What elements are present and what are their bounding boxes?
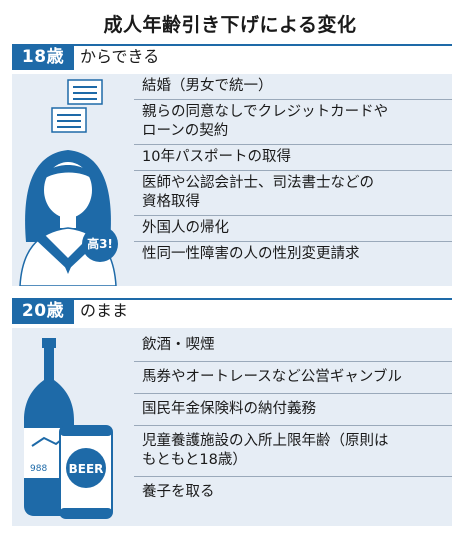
- section-rule: [12, 298, 452, 300]
- list-item: 10年パスポートの取得: [134, 145, 452, 171]
- page-title: 成人年齢引き下げによる変化: [103, 14, 357, 36]
- section-20-suffix: のまま: [80, 301, 129, 320]
- list-item: 親らの同意なしでクレジットカードや ローンの契約: [134, 100, 452, 145]
- bottle-label-text: 988: [30, 464, 47, 474]
- list-item: 性同一性障害の人の性別変更請求: [142, 246, 360, 262]
- section-18-suffix: からできる: [80, 47, 160, 66]
- list-item: 飲酒・喫煙: [134, 330, 452, 362]
- section-18-header: 18歳 からできる: [12, 44, 452, 70]
- section-18-list: 結婚（男女で統一） 親らの同意なしでクレジットカードや ローンの契約 10年パス…: [134, 74, 452, 267]
- list-item: 国民年金保険料の納付義務: [134, 394, 452, 426]
- beer-can-icon: [59, 425, 113, 519]
- can-label-text: BEER: [69, 462, 104, 476]
- bottle-and-can-illustration: 988 BEER: [24, 338, 113, 519]
- list-item: 児童養護施設の入所上限年齢（原則は もともと18歳）: [134, 426, 452, 477]
- badge-high3: 高3!: [82, 226, 118, 262]
- section-20-panel: 988 BEER 飲酒・喫煙 馬券やオートレースなど公営ギャンブル 国民年金保険…: [12, 328, 452, 526]
- list-item: 外国人の帰化: [134, 216, 452, 242]
- list-item: 馬券やオートレースなど公営ギャンブル: [134, 362, 452, 394]
- list-item: 結婚（男女で統一）: [134, 74, 452, 100]
- list-item: 養子を取る: [142, 484, 215, 500]
- section-18-panel: 高3! 結婚（男女で統一） 親らの同意なしでクレジットカードや ローンの契約 1…: [12, 74, 452, 286]
- section-20-list: 飲酒・喫煙 馬券やオートレースなど公営ギャンブル 国民年金保険料の納付義務 児童…: [134, 330, 452, 508]
- section-20-label: 20歳: [12, 298, 74, 324]
- section-rule: [12, 44, 452, 46]
- list-item: 医師や公認会計士、司法書士などの 資格取得: [134, 171, 452, 216]
- section-18-label: 18歳: [12, 44, 74, 70]
- section-20-header: 20歳 のまま: [12, 298, 452, 324]
- flag-icon: [51, 79, 103, 133]
